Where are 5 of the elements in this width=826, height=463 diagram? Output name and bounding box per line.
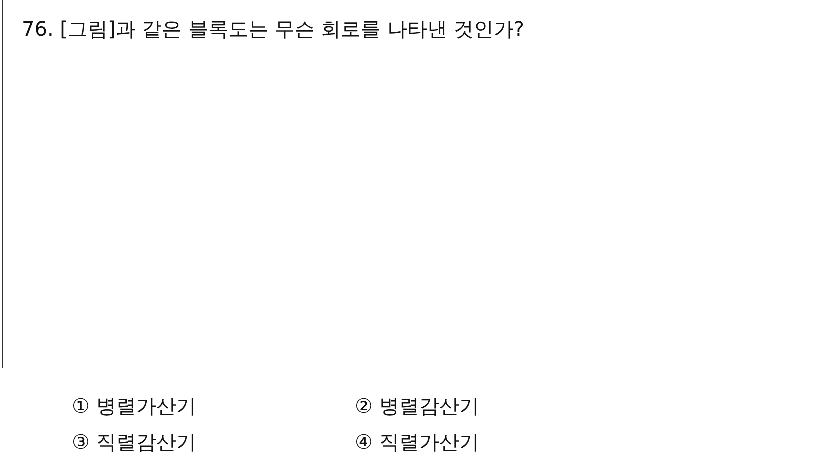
- answer-option: ④ 직렬가산기: [355, 429, 480, 456]
- question-text: 76. [그림]과 같은 블록도는 무슨 회로를 나타낸 것인가?: [22, 16, 525, 43]
- answer-option: ① 병렬가산기: [72, 393, 196, 420]
- answer-option: ② 병렬감산기: [355, 393, 480, 420]
- answer-option: ③ 직렬감산기: [72, 429, 196, 456]
